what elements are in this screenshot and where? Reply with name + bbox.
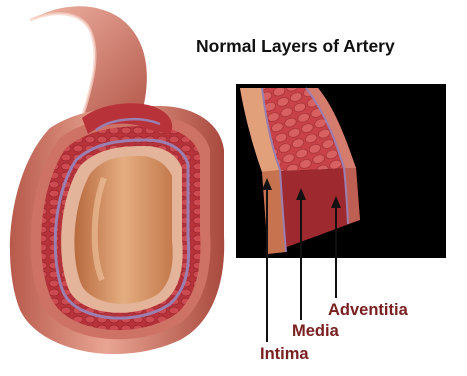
label-adventitia: Adventitia	[328, 301, 408, 320]
artery-tube	[10, 6, 224, 354]
diagram-title: Normal Layers of Artery	[196, 36, 395, 57]
label-media: Media	[292, 322, 339, 341]
label-intima: Intima	[260, 345, 309, 364]
